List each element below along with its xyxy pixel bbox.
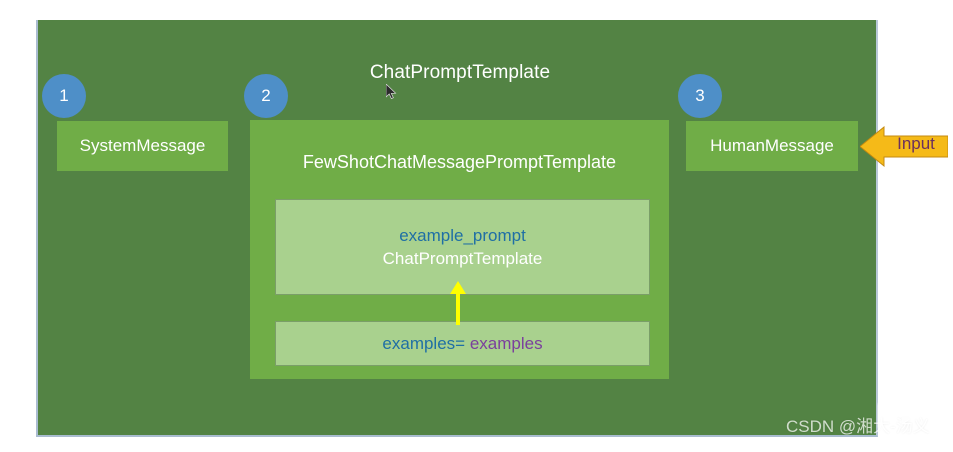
bilibili-tv-logo-icon: [877, 381, 939, 441]
example-prompt-value: ChatPromptTemplate: [382, 249, 543, 268]
watermark-text: CSDN @湘大-汤义: [786, 417, 930, 436]
mouse-cursor-icon: [386, 84, 397, 99]
examples-row: examples= examples: [276, 334, 649, 354]
node-fewshot-chat-message-prompt-template: FewShotChatMessagePromptTemplate example…: [250, 120, 669, 379]
node-human-message: HumanMessage: [686, 121, 858, 171]
input-callout-arrow-icon: [860, 125, 948, 168]
example-prompt-key: example_prompt: [399, 226, 526, 245]
flow-arrow-up-icon: [450, 281, 466, 325]
examples-key: examples=: [382, 334, 466, 353]
page-title: ChatPromptTemplate: [369, 62, 551, 83]
step-badge-3: 3: [678, 74, 722, 118]
node-system-message: SystemMessage: [57, 121, 228, 171]
node-example-prompt: example_prompt ChatPromptTemplate: [275, 199, 650, 295]
node-examples: examples= examples: [275, 321, 650, 366]
step-badge-2-label: 2: [261, 86, 271, 105]
node-system-message-label: SystemMessage: [79, 136, 206, 155]
fewshot-title-label: FewShotChatMessagePromptTemplate: [302, 152, 617, 172]
node-human-message-label: HumanMessage: [710, 136, 834, 155]
step-badge-2: 2: [244, 74, 288, 118]
examples-value: examples: [465, 334, 543, 353]
step-badge-1: 1: [42, 74, 86, 118]
step-badge-1-label: 1: [59, 86, 69, 105]
step-badge-3-label: 3: [695, 86, 705, 105]
